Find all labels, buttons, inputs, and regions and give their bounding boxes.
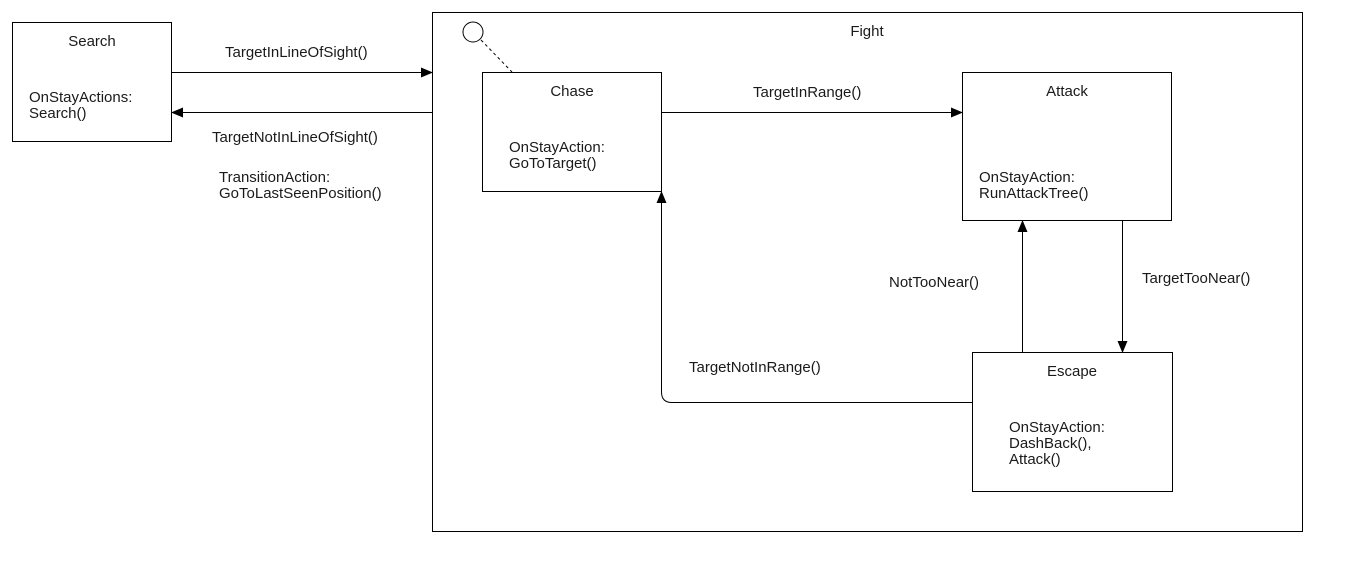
escape-state-box (972, 352, 1173, 492)
fight-composite-title: Fight (850, 23, 884, 40)
chase-state-box (482, 72, 662, 192)
transition-label-fight-to-search: TargetNotInLineOfSight() (212, 129, 378, 146)
initial-state-marker (462, 21, 484, 43)
transition-label-escape-to-attack: NotTooNear() (889, 274, 980, 291)
attack-state-name: Attack (1046, 83, 1088, 100)
chase-state-name: Chase (550, 83, 594, 100)
initial-state-connector (480, 39, 513, 73)
escape-state-action-label: OnStayAction: (1009, 419, 1105, 436)
transition-action-value: GoToLastSeenPosition() (219, 185, 382, 202)
search-state-action-values: Search() (29, 105, 87, 122)
search-state-box (12, 22, 172, 142)
attack-state-action-label: OnStayAction: (979, 169, 1075, 186)
transition-label-attack-to-escape: TargetTooNear() (1142, 270, 1251, 287)
escape-state-name: Escape (1046, 363, 1098, 380)
attack-state-action-values: RunAttackTree() (979, 185, 1089, 202)
fight-composite-frame (432, 12, 1303, 532)
search-state-name: Search (68, 33, 116, 50)
chase-state-action-values: GoToTarget() (509, 155, 597, 172)
transition-label-escape-to-chase: TargetNotInRange() (689, 359, 821, 376)
chase-state-action-label: OnStayAction: (509, 139, 605, 156)
arrow-escape-to-chase (656, 191, 972, 403)
attack-state-box (962, 72, 1172, 221)
transition-action-label: TransitionAction: (219, 169, 331, 186)
transition-label-chase-to-attack: TargetInRange() (753, 84, 862, 101)
search-state-action-label: OnStayActions: (29, 89, 133, 106)
transition-label-search-to-fight: TargetInLineOfSight() (225, 44, 368, 61)
escape-state-action-values: DashBack(), Attack() (1009, 435, 1092, 468)
